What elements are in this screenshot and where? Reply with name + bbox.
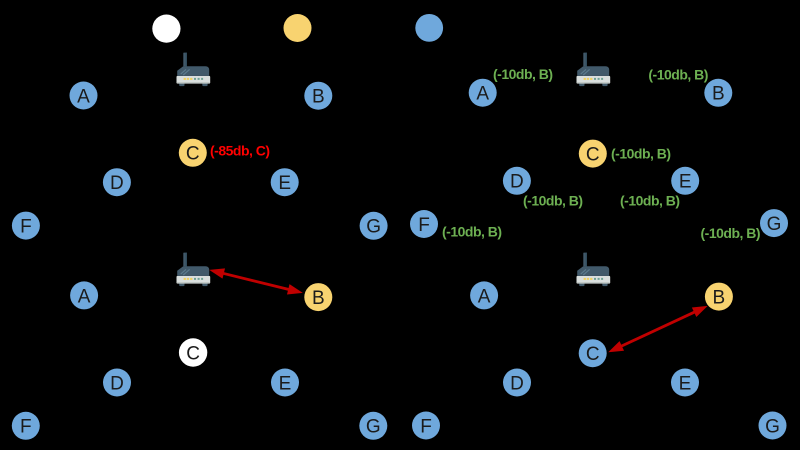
svg-text:E: E — [679, 172, 692, 193]
svg-text:(-10db, B): (-10db, B) — [611, 145, 671, 161]
svg-text:D: D — [110, 373, 124, 394]
svg-text:(-85db, C): (-85db, C) — [210, 142, 270, 158]
svg-text:D: D — [510, 172, 524, 193]
svg-text:F: F — [20, 417, 32, 438]
svg-text:C: C — [586, 145, 600, 166]
svg-text:F: F — [20, 217, 32, 238]
svg-text:C: C — [186, 144, 200, 165]
svg-text:E: E — [279, 373, 292, 394]
svg-text:A: A — [77, 86, 90, 107]
svg-text:(-10db, B): (-10db, B) — [523, 193, 583, 209]
svg-text:B: B — [312, 87, 325, 108]
svg-text:C: C — [186, 343, 200, 364]
svg-text:A: A — [478, 286, 491, 307]
svg-text:E: E — [679, 373, 692, 394]
svg-text:G: G — [767, 214, 782, 235]
svg-text:E: E — [278, 173, 291, 194]
svg-text:A: A — [476, 84, 489, 105]
svg-text:(-10db, B): (-10db, B) — [648, 66, 708, 82]
svg-text:B: B — [312, 288, 325, 309]
svg-text:C: C — [586, 344, 600, 365]
svg-text:B: B — [712, 84, 725, 105]
svg-text:F: F — [420, 416, 432, 437]
svg-text:(-10db, B): (-10db, B) — [701, 225, 761, 241]
svg-text:(-10db, B): (-10db, B) — [442, 223, 502, 239]
svg-text:G: G — [366, 417, 381, 438]
svg-text:G: G — [765, 416, 780, 437]
svg-text:F: F — [418, 215, 430, 236]
svg-text:B: B — [713, 288, 726, 309]
svg-text:D: D — [110, 173, 124, 194]
svg-text:(-10db, B): (-10db, B) — [620, 193, 680, 209]
svg-text:D: D — [510, 373, 524, 394]
svg-text:G: G — [366, 217, 381, 238]
svg-text:(-10db, B): (-10db, B) — [493, 66, 553, 82]
svg-text:A: A — [78, 286, 91, 307]
